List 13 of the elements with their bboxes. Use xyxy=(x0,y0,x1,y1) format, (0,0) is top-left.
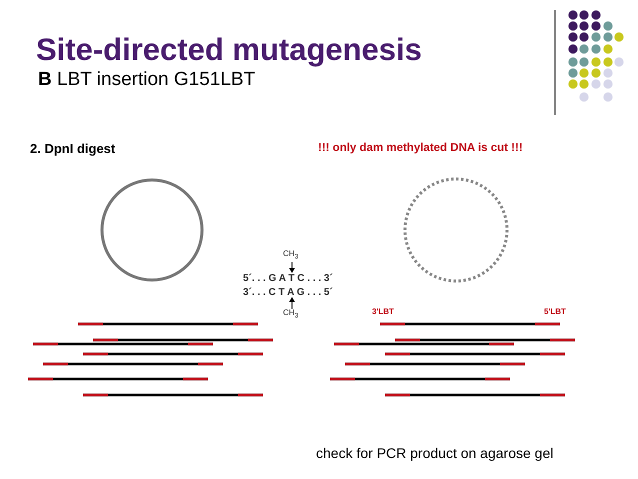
note: !!! only dam methylated DNA is cut !!! xyxy=(318,142,523,155)
subtitle: B LBT insertion G151LBT xyxy=(38,70,256,91)
footnote: check for PCR product on agarose gel xyxy=(316,446,554,462)
methyl-group-label: CH$_{3}$ xyxy=(283,250,298,261)
cut-plasmid-circle xyxy=(404,178,508,282)
plasmid-circle xyxy=(100,178,204,282)
title: Site-directed mutagenesis xyxy=(36,33,422,68)
step-heading: 2. DpnI digest xyxy=(30,142,116,156)
sequence-strand: 5´. . . G A T C . . . 3´ xyxy=(243,273,333,284)
end-label: 3'LBT xyxy=(372,308,394,317)
sequence-strand: 3´. . . C T A G . . . 5´ xyxy=(243,287,333,298)
end-label: 5'LBT xyxy=(544,308,566,317)
methyl-group-label: CH$_{3}$ xyxy=(283,309,298,320)
